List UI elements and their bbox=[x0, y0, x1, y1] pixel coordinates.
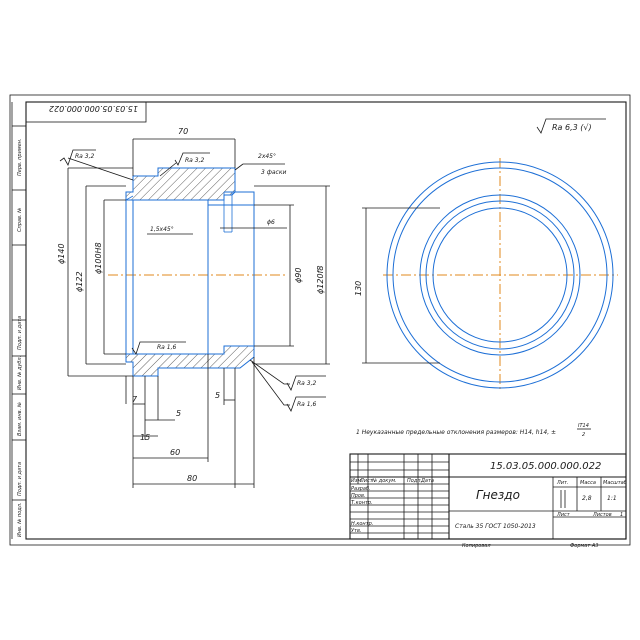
ra16-a: Ra 1,6 bbox=[157, 344, 176, 351]
tb-role-tkontr: Т.контр. bbox=[351, 500, 373, 506]
dim-80: 80 bbox=[187, 474, 197, 483]
circle-outer bbox=[386, 161, 614, 389]
ra32-a: Ra 3,2 bbox=[75, 153, 94, 160]
note-fraction-bottom: 2 bbox=[582, 432, 585, 438]
tb-scale-label: Масштаб bbox=[603, 480, 627, 486]
ra32-c: Ra 3,2 bbox=[297, 380, 316, 387]
ra32-b: Ra 3,2 bbox=[185, 157, 204, 164]
dim-phi120: ϕ120f8 bbox=[316, 266, 325, 294]
chamfer-top: 2x45° bbox=[258, 153, 276, 160]
binding-strip: Перв. примен. Справ. № Подп. и дата Инв.… bbox=[11, 102, 26, 539]
tb-role-nkontr: Н.контр. bbox=[351, 521, 373, 527]
dim-7: 7 bbox=[132, 395, 138, 404]
tb-mass: 2,8 bbox=[582, 495, 592, 502]
designation-box-rotated: 15.03.05.000.000.022 bbox=[25, 101, 147, 123]
ra16-b: Ra 1,6 bbox=[297, 401, 316, 408]
section-view: 70 Ra 3,2 Ra 3,2 2x45° 3 фаски ϕ140 ϕ122… bbox=[57, 127, 330, 488]
dim-phi6: ϕ6 bbox=[267, 219, 275, 226]
general-roughness: Ra 6,3 (√) bbox=[536, 118, 606, 134]
circle-flange bbox=[419, 194, 581, 356]
circle-bore bbox=[432, 207, 568, 343]
strip-label-7: Инв. № подл. bbox=[17, 503, 23, 538]
note-fraction-top: IT14 bbox=[578, 423, 589, 429]
dim-15: 15 bbox=[140, 433, 150, 442]
roughness-general-text: Ra 6,3 (√) bbox=[552, 123, 592, 132]
chamfer-count: 3 фаски bbox=[261, 169, 286, 176]
tb-mass-label: Масса bbox=[580, 480, 596, 486]
strip-label-4: Инв. № дубл. bbox=[17, 356, 23, 390]
dim-phi90: ϕ90 bbox=[294, 268, 303, 283]
tb-row-doc: № докум. bbox=[371, 478, 397, 484]
end-view: 130 bbox=[354, 158, 618, 392]
strip-label-6: Подп. и дата bbox=[17, 462, 23, 496]
format-label: Формат А3 bbox=[570, 543, 598, 549]
tb-role-prov: Пров. bbox=[351, 493, 366, 499]
tb-sheets-label: Листов bbox=[592, 512, 612, 518]
tb-sheet-label: Лист bbox=[556, 512, 571, 518]
strip-label-5: Взам. инв. № bbox=[17, 402, 23, 436]
strip-label-2: Справ. № bbox=[17, 208, 23, 232]
dim-130: 130 bbox=[354, 281, 363, 296]
tb-row-date: Дата bbox=[420, 478, 434, 484]
circle-bore-chamfer bbox=[425, 200, 575, 350]
dim-5a: 5 bbox=[176, 409, 181, 418]
note-text: 1 Неуказанные предельные отклонения разм… bbox=[356, 429, 556, 436]
tb-sheets: 1 bbox=[620, 512, 623, 518]
circle-chamfer bbox=[392, 167, 608, 383]
tb-row-list: Лист bbox=[359, 478, 374, 484]
strip-label-1: Перв. примен. bbox=[17, 138, 23, 176]
designation-rotated: 15.03.05.000.000.022 bbox=[49, 104, 138, 113]
note: 1 Неуказанные предельные отклонения разм… bbox=[356, 423, 591, 438]
strip-label-3: Подп. и дата bbox=[17, 316, 23, 350]
dim-60: 60 bbox=[170, 448, 180, 457]
dim-70: 70 bbox=[178, 127, 188, 136]
tb-designation: 15.03.05.000.000.022 bbox=[490, 461, 601, 472]
copied-label: Копировал bbox=[462, 543, 491, 549]
outer-frame bbox=[9, 94, 631, 546]
tb-material: Сталь 35 ГОСТ 1050-2013 bbox=[455, 523, 536, 530]
inner-frame bbox=[25, 101, 627, 540]
tb-name: Гнездо bbox=[476, 488, 520, 502]
title-block: Изм. Лист № докум. Подп. Дата Разраб. Пр… bbox=[349, 453, 627, 540]
tb-scale: 1:1 bbox=[607, 495, 617, 502]
tb-row-sign: Подп. bbox=[407, 478, 422, 484]
dim-phi140: ϕ140 bbox=[57, 243, 66, 264]
tb-row-izm: Изм. bbox=[351, 478, 363, 484]
dim-5b: 5 bbox=[215, 391, 220, 400]
tb-lit-label: Лит. bbox=[556, 480, 569, 486]
tb-role-utv: Утв. bbox=[351, 528, 362, 534]
dim-phi122: ϕ122 bbox=[75, 271, 84, 292]
tb-role-razrab: Разраб. bbox=[351, 486, 371, 492]
upper-wall bbox=[125, 167, 236, 201]
chamfer-inner: 1,5x45° bbox=[150, 226, 174, 233]
dim-phi100: ϕ100H8 bbox=[94, 242, 103, 274]
